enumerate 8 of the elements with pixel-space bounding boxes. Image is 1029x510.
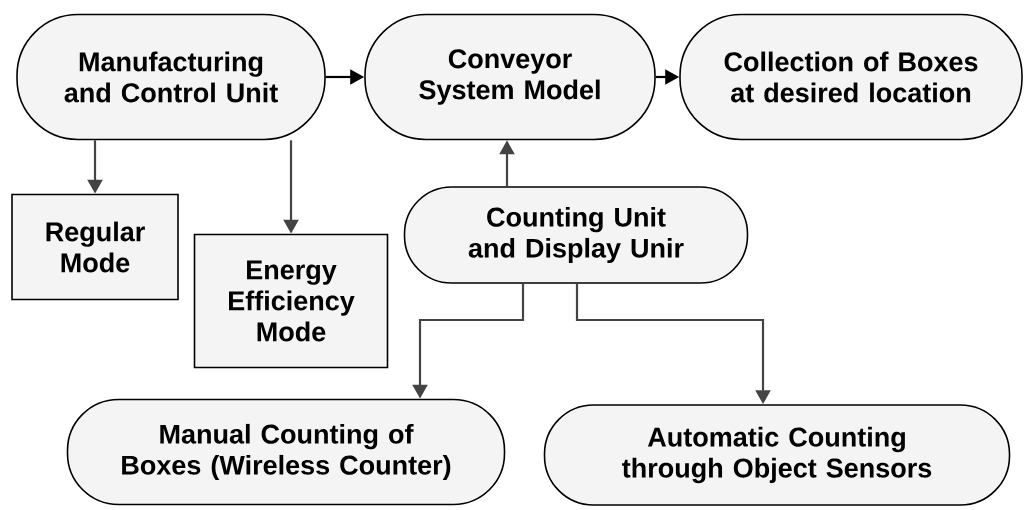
rounded-box: Automatic Counting through Object Sensors	[543, 404, 1011, 506]
rounded-box: Conveyor System Model	[364, 13, 656, 141]
mode-box: Energy Efficiency Mode	[193, 233, 389, 369]
rounded-box: Manual Counting of Boxes (Wireless Counter)	[66, 398, 506, 506]
mode-box: Regular Mode	[11, 193, 179, 301]
rounded-box: Collection of Boxes at desired location	[679, 13, 1023, 141]
rounded-box: Counting Unit and Display Unir	[403, 186, 749, 284]
rounded-box: Manufacturing and Control Unit	[16, 13, 326, 141]
